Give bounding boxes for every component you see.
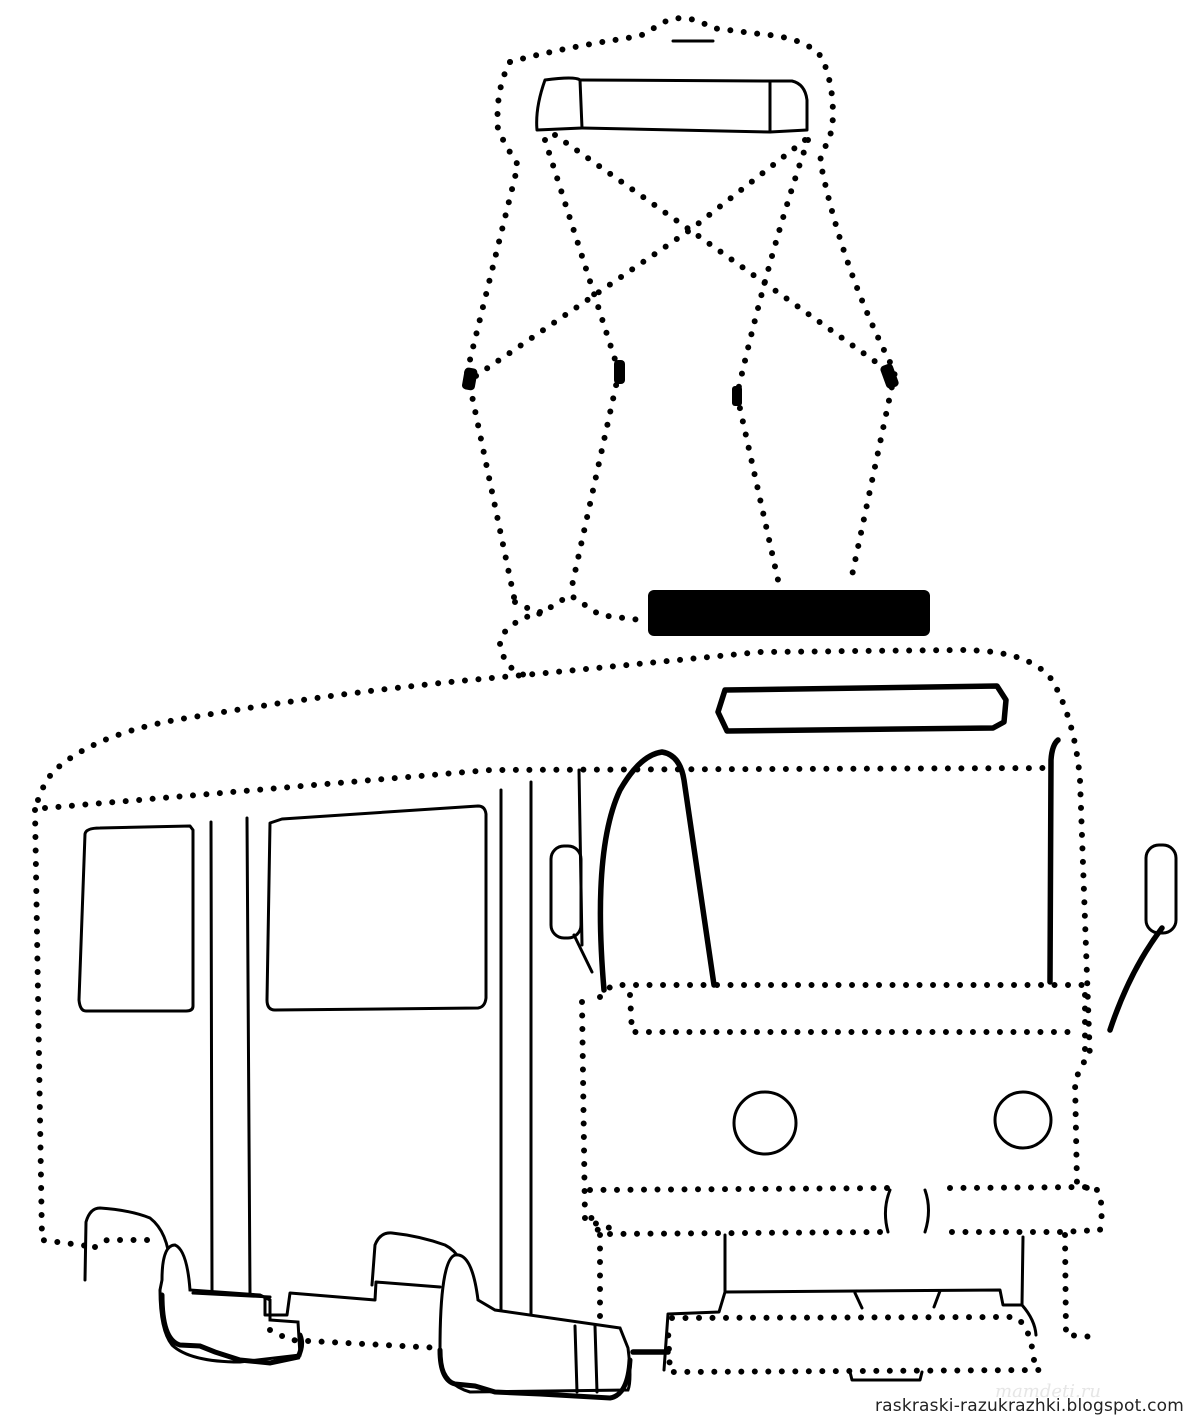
source-watermark: raskraski-razukrazhki.blogspot.com xyxy=(874,1396,1184,1416)
pantograph-base-link xyxy=(512,591,643,623)
hinge-mark xyxy=(880,363,899,389)
side-window-left xyxy=(77,824,195,1013)
chassis-step xyxy=(662,1290,727,1372)
pantograph-outline-left xyxy=(463,59,522,605)
front-panel-inner xyxy=(627,992,1078,1035)
wheel-hub-line xyxy=(593,1324,599,1394)
mid-skirt xyxy=(267,1327,443,1351)
pantograph xyxy=(462,15,930,636)
roof-lower-line xyxy=(42,765,1053,811)
destination-sign xyxy=(715,683,1009,734)
rear-wheel-tread xyxy=(159,1292,305,1366)
front-wheel-arch xyxy=(370,1231,462,1287)
front-wheel xyxy=(438,1253,632,1394)
front-side-edge xyxy=(579,999,613,1231)
pantograph-collector-bar xyxy=(535,76,584,132)
pantograph-outline xyxy=(507,15,899,588)
windshield-right-pillar xyxy=(1047,737,1061,985)
lower-skirt xyxy=(665,1313,1046,1376)
headlight-right xyxy=(993,1090,1053,1150)
chassis-brackets xyxy=(853,1289,942,1310)
coupler-right xyxy=(923,1188,930,1234)
mirror-left xyxy=(549,844,583,940)
door-post xyxy=(245,816,252,1297)
pantograph-arm-cross-1 xyxy=(552,132,893,375)
front-wheel-tread xyxy=(437,1347,633,1401)
rear-outline xyxy=(32,807,98,1250)
pantograph-bar-right xyxy=(768,79,809,134)
pantograph-lower-left xyxy=(567,369,622,598)
chassis-corner xyxy=(1020,1303,1038,1337)
skirt-bracket xyxy=(848,1370,924,1382)
pantograph-lower-right xyxy=(734,392,781,583)
hinge-mark xyxy=(732,386,742,406)
door-post xyxy=(209,820,214,1294)
hinge-mark xyxy=(614,360,625,384)
windshield-left-pillar xyxy=(597,749,717,993)
body-step-plate xyxy=(191,1280,442,1317)
wheels xyxy=(83,1206,671,1401)
headlight-left xyxy=(732,1090,798,1156)
mirror-right xyxy=(1144,843,1178,935)
pantograph-arm-cross-2 xyxy=(467,137,808,383)
wheel-hub-line xyxy=(573,1324,579,1394)
pantograph-arm-inner-right xyxy=(734,137,811,398)
coupler-left xyxy=(883,1188,892,1234)
rear-wheel-arch xyxy=(83,1206,172,1282)
roof-equipment-block xyxy=(648,590,930,636)
roof-outline xyxy=(35,646,1093,1063)
roof-bump xyxy=(496,609,543,678)
front-panel-top xyxy=(597,982,1098,1193)
ghost-watermark: mamdeti.ru xyxy=(995,1381,1101,1402)
hinge-mark xyxy=(462,367,478,391)
tram-body xyxy=(32,609,1178,1382)
pantograph-arm-inner-left xyxy=(542,137,622,375)
pantograph-bar-middle xyxy=(578,78,772,134)
rear-wheel-skirt xyxy=(92,1236,163,1250)
chassis-frame xyxy=(723,1233,1025,1307)
front-bumper-band xyxy=(587,1183,1105,1238)
lower-front-frame xyxy=(597,1232,1098,1340)
side-window-right xyxy=(265,804,488,1012)
mirror-right-arm xyxy=(1107,925,1165,1033)
mirror-left-arm xyxy=(572,933,594,974)
